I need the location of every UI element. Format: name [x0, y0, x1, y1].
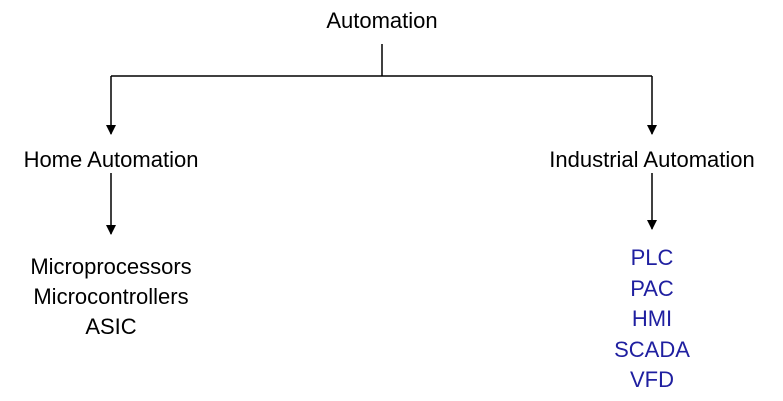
list-item: Microprocessors	[30, 254, 192, 279]
industrial-automation-label: Industrial Automation	[549, 147, 755, 172]
list-item: ASIC	[85, 314, 137, 339]
list-item: PLC	[630, 245, 674, 270]
list-item: PAC	[630, 275, 674, 301]
industrial-automation-items: PLC PAC HMI SCADA VFD	[614, 243, 690, 396]
list-item: SCADA	[614, 336, 690, 362]
list-item: Microcontrollers	[33, 284, 189, 309]
home-automation-label: Home Automation	[23, 147, 199, 172]
home-automation-items: Microprocessors Microcontrollers ASIC	[30, 252, 191, 342]
root-node-label: Automation	[326, 8, 438, 33]
list-item: HMI	[631, 306, 673, 331]
list-item: VFD	[629, 367, 674, 392]
